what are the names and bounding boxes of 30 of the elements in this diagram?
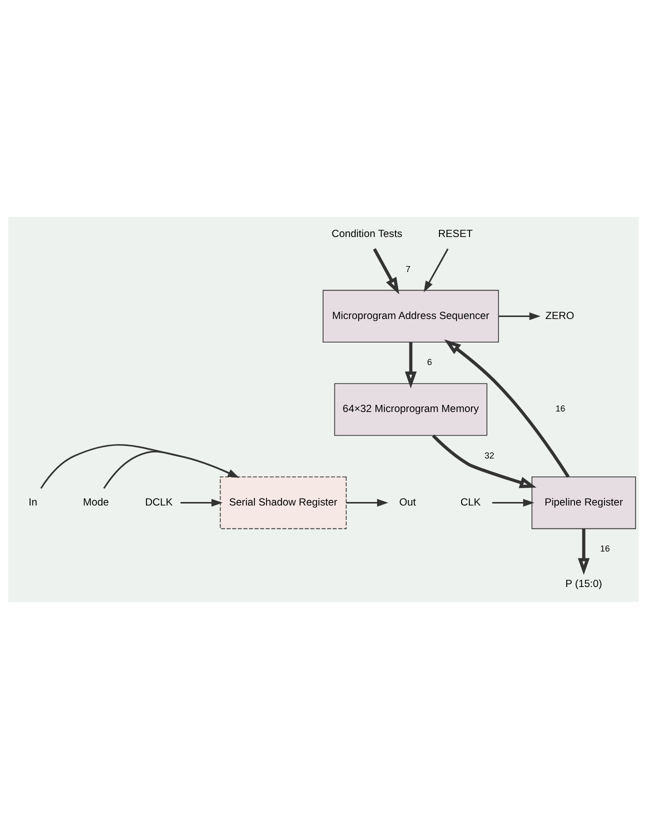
arrow — [578, 528, 590, 575]
arrow — [372, 248, 400, 294]
node-text: ZERO — [545, 310, 574, 322]
arrow — [498, 312, 541, 320]
arrow — [346, 498, 388, 507]
edge-label: 6 — [427, 357, 432, 368]
arrow — [444, 339, 570, 478]
arrow — [40, 444, 240, 489]
arrow — [180, 498, 223, 507]
node-text: In — [28, 497, 38, 508]
node-text: DCLK — [145, 497, 173, 508]
edge-label: 32 — [484, 450, 494, 460]
node-box: Pipeline Register — [532, 476, 636, 530]
edge-label: 7 — [406, 264, 410, 274]
node-box: Microprogram Address Sequencer — [322, 290, 499, 343]
node-text: CLK — [460, 497, 481, 508]
node-text: Condition Tests — [332, 229, 402, 240]
node-text: RESET — [438, 229, 473, 240]
edge-label: 16 — [600, 544, 610, 554]
node-text: P (15:0) — [565, 579, 602, 590]
arrow — [492, 498, 534, 507]
edge-label: 16 — [555, 404, 566, 414]
node-box: 64×32 Microprogram Memory — [334, 383, 488, 436]
arrow — [424, 248, 449, 292]
node-text: Out — [399, 497, 416, 508]
arrow — [103, 450, 240, 489]
node-box: Serial Shadow Register — [220, 476, 347, 530]
node-text: Mode — [82, 497, 109, 508]
arrow — [404, 342, 417, 388]
arrow — [432, 434, 537, 488]
